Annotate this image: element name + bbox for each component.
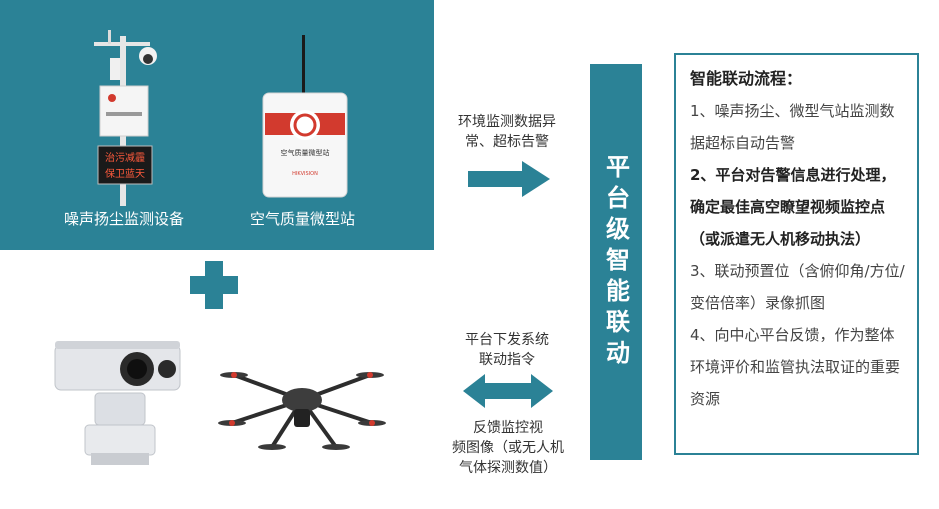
air-station-product-text: 空气质量微型站 — [281, 148, 330, 157]
monitoring-devices-panel — [0, 0, 434, 250]
alarm-flow-text: 环境监测数据异 常、超标告警 — [452, 112, 562, 152]
feedback-flow-text: 反馈监控视 频图像（或无人机 气体探测数值） — [438, 418, 578, 478]
feedback-flow-line-2: 频图像（或无人机 — [452, 440, 564, 456]
noise-dust-device-label: 噪声扬尘监测设备 — [64, 210, 185, 228]
led-screen-text-1: 治污减霾 — [105, 151, 145, 164]
feedback-flow-line-3: 气体探测数值） — [459, 460, 557, 476]
plus-icon-bar — [190, 276, 238, 294]
command-flow-line-2: 联动指令 — [479, 352, 535, 368]
command-flow-text: 平台下发系统 联动指令 — [452, 330, 562, 370]
double-arrow-icon — [463, 374, 553, 408]
alarm-flow-line-1: 环境监测数据异 — [458, 114, 556, 130]
led-screen-text-2: 保卫蓝天 — [105, 167, 145, 180]
right-arrow-icon — [468, 161, 550, 197]
drone-icon — [218, 372, 386, 450]
noise-dust-monitor-icon: 治污减霾 保卫蓝天 — [94, 30, 157, 206]
air-quality-station-icon: 空气质量微型站 HIKVISION — [262, 35, 348, 198]
air-station-label: 空气质量微型站 — [250, 210, 356, 228]
process-step-1: 1、噪声扬尘、微型气站监测数据超标自动告警 — [690, 102, 895, 152]
platform-linkage-bar: 平台级智能联动 — [590, 64, 642, 460]
command-flow-line-1: 平台下发系统 — [465, 332, 549, 348]
alarm-flow-line-2: 常、超标告警 — [465, 134, 549, 150]
feedback-flow-line-1: 反馈监控视 — [473, 420, 543, 436]
process-step-3: 3、联动预置位（含俯仰角/方位/变倍倍率）录像抓图 — [690, 262, 905, 312]
process-title: 智能联动流程： — [690, 69, 803, 88]
process-step-4: 4、向中心平台反馈，作为整体环境评价和监管执法取证的重要资源 — [690, 326, 901, 408]
platform-linkage-label: 平台级智能联动 — [601, 153, 630, 371]
linkage-process-box: 智能联动流程： 1、噪声扬尘、微型气站监测数据超标自动告警 2、平台对告警信息进… — [674, 53, 919, 455]
air-station-brand: HIKVISION — [292, 171, 318, 177]
process-step-2: 2、平台对告警信息进行处理，确定最佳高空瞭望视频监控点（或派遣无人机移动执法） — [690, 166, 896, 248]
ptz-camera-icon — [54, 341, 181, 465]
